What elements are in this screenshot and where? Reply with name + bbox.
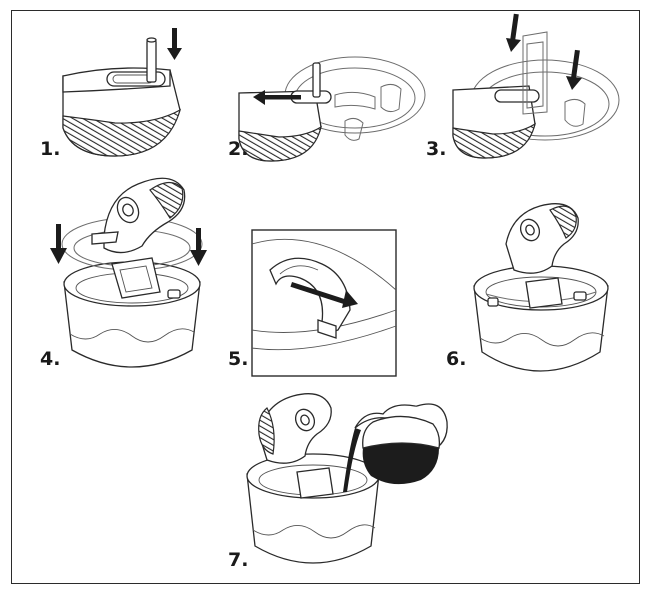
step-5-illustration: [251, 229, 397, 377]
arrow-down-icon: [190, 228, 207, 266]
step-2-illustration: [238, 56, 426, 162]
arrow-left-icon: [253, 90, 301, 105]
arrow-down-icon: [50, 224, 67, 264]
instruction-frame: [11, 10, 640, 584]
step-6-illustration: [473, 203, 609, 372]
step-4-label: 4.: [40, 348, 61, 370]
arrow-down-icon: [167, 28, 182, 60]
step-2-label: 2.: [228, 138, 249, 160]
step-1-illustration: [62, 28, 182, 157]
step-4-illustration: [50, 177, 207, 368]
arrow-down-icon: [566, 49, 582, 90]
step-3-label: 3.: [426, 138, 447, 160]
step-7-illustration: [246, 393, 448, 564]
arrow-down-icon: [506, 13, 521, 52]
step-7-label: 7.: [228, 549, 249, 571]
jug-icon: [354, 403, 448, 485]
step-5-label: 5.: [228, 348, 249, 370]
step-1-label: 1.: [40, 138, 61, 160]
step-6-label: 6.: [446, 348, 467, 370]
arrow-right-icon: [290, 282, 358, 308]
step-3-illustration: [452, 13, 620, 159]
